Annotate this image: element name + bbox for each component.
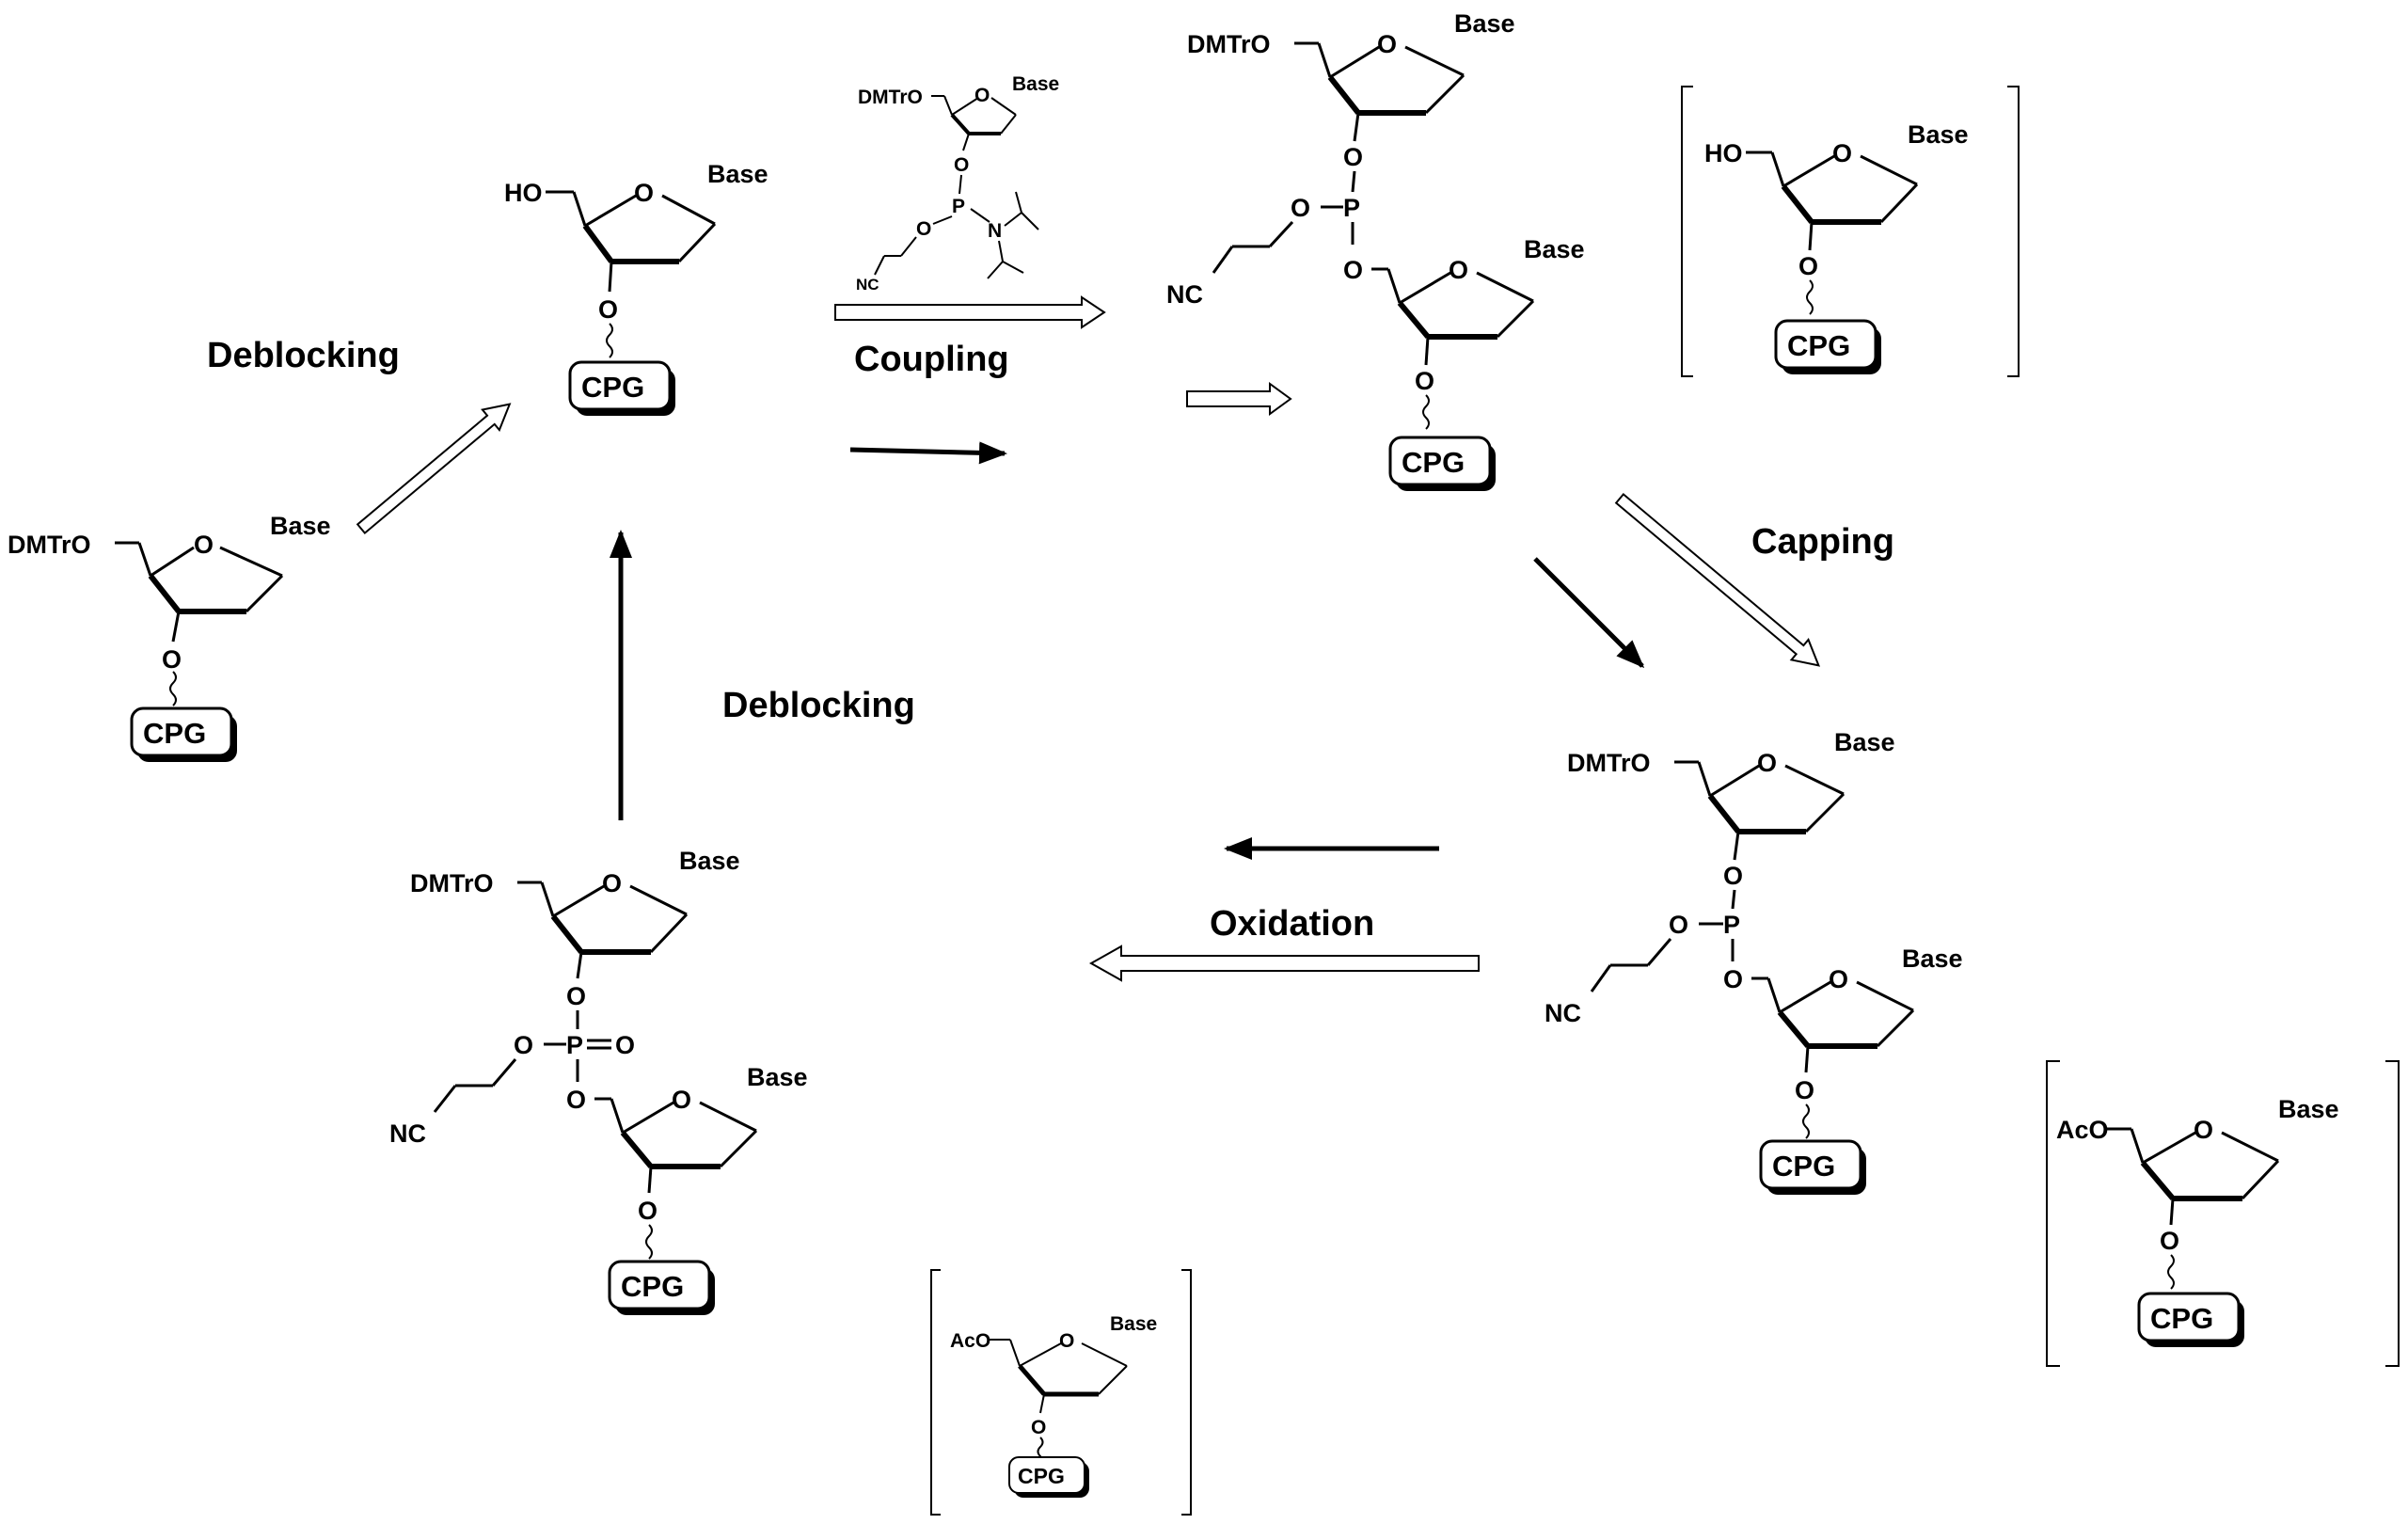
dmtro-label: DMTrO bbox=[410, 869, 494, 897]
step-label-oxidation: Oxidation bbox=[1210, 904, 1374, 944]
oxygen-label: O bbox=[1723, 862, 1743, 890]
cpg-label: CPG bbox=[1787, 329, 1850, 362]
cpg-label: CPG bbox=[1402, 446, 1465, 479]
phosphoramidite-monomer: DMTrO O Base O P N O NC bbox=[856, 73, 1059, 294]
base-label: Base bbox=[1110, 1313, 1157, 1335]
aco-label: AcO bbox=[950, 1330, 990, 1352]
ring-oxygen-label: O bbox=[1449, 256, 1468, 284]
ring-oxygen-label: O bbox=[1832, 139, 1852, 167]
dmtro-label: DMTrO bbox=[1187, 30, 1271, 58]
hollow-arrow-coupling-short bbox=[1186, 382, 1292, 416]
oxygen-label: O bbox=[1669, 911, 1688, 939]
base-label: Base bbox=[679, 847, 740, 875]
dmtr-nucleoside-cpg-start: DMTrO O Base O CPG bbox=[8, 512, 331, 762]
oxygen-label: O bbox=[566, 1086, 586, 1114]
ring-oxygen-label: O bbox=[1377, 30, 1397, 58]
dmtro-label: DMTrO bbox=[1567, 749, 1651, 777]
base-label: Base bbox=[707, 160, 768, 188]
phosphite-dinucleotide-after-coupling: DMTrO O Base O P O NC O O Base O bbox=[1166, 9, 1585, 491]
base-label: Base bbox=[1524, 235, 1585, 263]
step-label-deblocking-top: Deblocking bbox=[207, 336, 400, 375]
cpg-label: CPG bbox=[1018, 1464, 1065, 1488]
base-label: Base bbox=[270, 512, 331, 540]
ring-oxygen-label: O bbox=[2194, 1116, 2213, 1144]
nitrile-label: NC bbox=[1545, 999, 1581, 1027]
oxygen-label: O bbox=[1343, 256, 1363, 284]
nitrile-label: NC bbox=[389, 1119, 426, 1148]
ring-oxygen-label: O bbox=[602, 869, 622, 897]
cpg-label: CPG bbox=[621, 1270, 684, 1303]
linker-oxygen-label: O bbox=[1415, 367, 1434, 395]
oxygen-label: O bbox=[1723, 965, 1743, 993]
ring-oxygen-label: O bbox=[194, 531, 214, 559]
base-label: Base bbox=[1902, 945, 1963, 973]
nitrogen-label: N bbox=[988, 220, 1002, 242]
unreacted-ho-nucleoside-bracketed: HO O Base O CPG bbox=[1681, 86, 2020, 377]
ring-oxygen-label: O bbox=[672, 1086, 691, 1114]
cpg-label: CPG bbox=[581, 371, 644, 404]
linker-oxygen-label: O bbox=[2160, 1227, 2179, 1255]
ring-oxygen-label: O bbox=[1829, 965, 1848, 993]
oxygen-label: O bbox=[566, 982, 586, 1010]
linker-oxygen-label: O bbox=[1031, 1417, 1046, 1438]
oxygen-label: O bbox=[1291, 194, 1310, 222]
ho-label: HO bbox=[504, 179, 543, 207]
hollow-arrow-capping bbox=[1614, 492, 1821, 667]
phosphoryl-oxygen-label: O bbox=[615, 1031, 635, 1059]
linker-oxygen-label: O bbox=[162, 645, 182, 674]
base-label: Base bbox=[1012, 73, 1059, 95]
cpg-label: CPG bbox=[1772, 1150, 1835, 1183]
phosphite-dinucleotide-after-capping: DMTrO O Base O P O NC O O Base O bbox=[1545, 728, 1963, 1195]
step-label-capping: Capping bbox=[1751, 522, 1894, 562]
ring-oxygen-label: O bbox=[974, 85, 990, 106]
ring-oxygen-label: O bbox=[634, 179, 654, 207]
hollow-arrow-oxidation bbox=[1088, 945, 1480, 982]
ho-nucleoside-cpg: HO O Base O CPG bbox=[504, 160, 768, 416]
cpg-label: CPG bbox=[2150, 1302, 2213, 1335]
capped-aco-nucleoside-bracketed-right: AcO O Base O CPG bbox=[2046, 1060, 2400, 1367]
solid-arrow-capping bbox=[1533, 557, 1645, 669]
linker-oxygen-label: O bbox=[1795, 1076, 1814, 1104]
step-label-coupling: Coupling bbox=[854, 340, 1009, 379]
dmtro-label: DMTrO bbox=[8, 531, 91, 559]
phosphate-dinucleotide-after-oxidation: DMTrO O Base O P O O NC O O Base O bbox=[389, 847, 808, 1315]
oxygen-label: O bbox=[1343, 143, 1363, 171]
phosphorus-label: P bbox=[1723, 911, 1740, 939]
aco-label: AcO bbox=[2056, 1116, 2109, 1144]
linker-oxygen-label: O bbox=[638, 1197, 657, 1225]
phosphorus-label: P bbox=[952, 196, 965, 217]
base-label: Base bbox=[2278, 1095, 2339, 1123]
solid-arrow-coupling bbox=[849, 441, 1007, 465]
oxygen-label: O bbox=[514, 1031, 533, 1059]
linker-oxygen-label: O bbox=[1798, 252, 1818, 280]
ring-oxygen-label: O bbox=[1757, 749, 1777, 777]
base-label: Base bbox=[1908, 120, 1969, 149]
base-label: Base bbox=[747, 1063, 808, 1091]
linker-oxygen-label: O bbox=[598, 295, 618, 324]
ho-label: HO bbox=[1704, 139, 1743, 167]
dmtro-label: DMTrO bbox=[858, 87, 923, 108]
capped-aco-nucleoside-bracketed-small: AcO O Base O CPG bbox=[930, 1269, 1192, 1516]
cpg-label: CPG bbox=[143, 717, 206, 750]
hollow-arrow-deblocking bbox=[356, 403, 512, 535]
step-label-deblocking-middle: Deblocking bbox=[722, 686, 915, 725]
phosphorus-label: P bbox=[566, 1031, 583, 1059]
hollow-arrow-coupling bbox=[834, 295, 1106, 329]
phosphorus-label: P bbox=[1343, 194, 1360, 222]
nitrile-label: NC bbox=[856, 276, 879, 294]
nitrile-label: NC bbox=[1166, 280, 1203, 309]
ring-oxygen-label: O bbox=[1059, 1330, 1074, 1352]
base-label: Base bbox=[1454, 9, 1515, 38]
oxygen-label: O bbox=[954, 154, 969, 176]
oxygen-label: O bbox=[916, 218, 931, 240]
base-label: Base bbox=[1834, 728, 1895, 756]
